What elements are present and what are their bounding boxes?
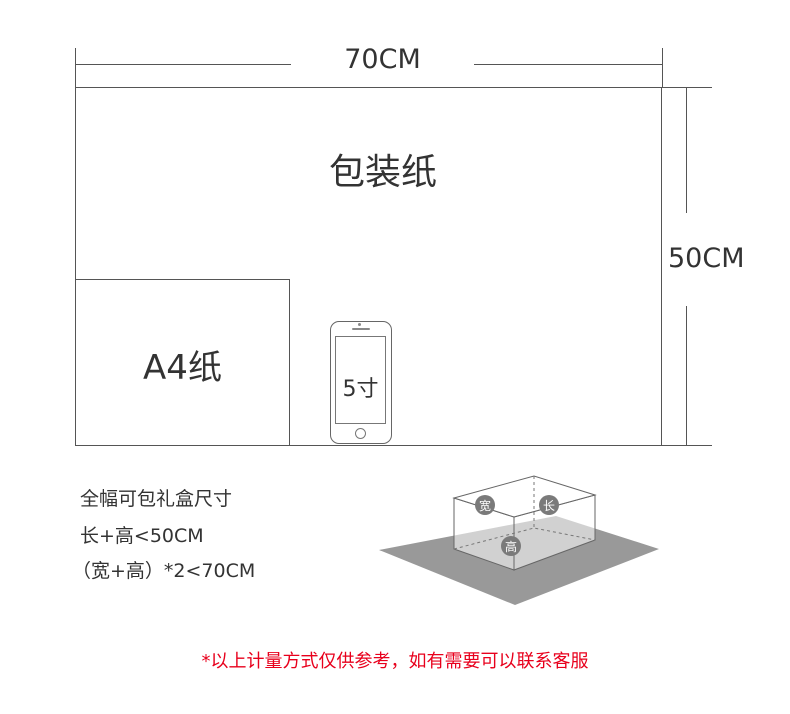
phone-speaker <box>352 328 370 330</box>
reference-notice: *以上计量方式仅供参考，如有需要可以联系客服 <box>201 651 589 672</box>
height-dim-tick-top <box>662 87 712 88</box>
length-badge <box>539 495 559 515</box>
wrapping-paper-label: 包装纸 <box>328 152 437 193</box>
wrapping-paper-sheet <box>75 87 662 445</box>
height-dim-line-bottom <box>686 306 687 445</box>
width-dim-line-right <box>474 64 663 65</box>
width-badge <box>475 495 495 515</box>
width-dim-label: 70CM <box>344 44 421 75</box>
a4-sheet <box>75 279 290 445</box>
width-badge-label: 宽 <box>478 499 491 513</box>
height-dim-line-top <box>686 87 687 213</box>
height-badge-label: 高 <box>504 540 517 554</box>
width-dim-tick-right <box>662 48 663 88</box>
phone-home-button <box>355 428 366 439</box>
phone-camera-dot <box>358 323 361 326</box>
width-dim-tick-left <box>75 48 76 88</box>
length-badge-label: 长 <box>542 499 555 513</box>
box-info-rule-2: （宽+高）*2<70CM <box>72 560 256 582</box>
box-info-rule-1: 长+高<50CM <box>80 525 204 547</box>
a4-label: A4纸 <box>143 348 222 388</box>
box-info-title: 全幅可包礼盒尺寸 <box>80 488 233 510</box>
height-badge <box>501 536 521 556</box>
height-dim-label: 50CM <box>668 243 745 274</box>
width-dim-line-left <box>75 64 291 65</box>
phone-screen <box>335 336 386 424</box>
sheet-bottom-line <box>75 445 712 446</box>
phone-label: 5寸 <box>342 377 379 402</box>
